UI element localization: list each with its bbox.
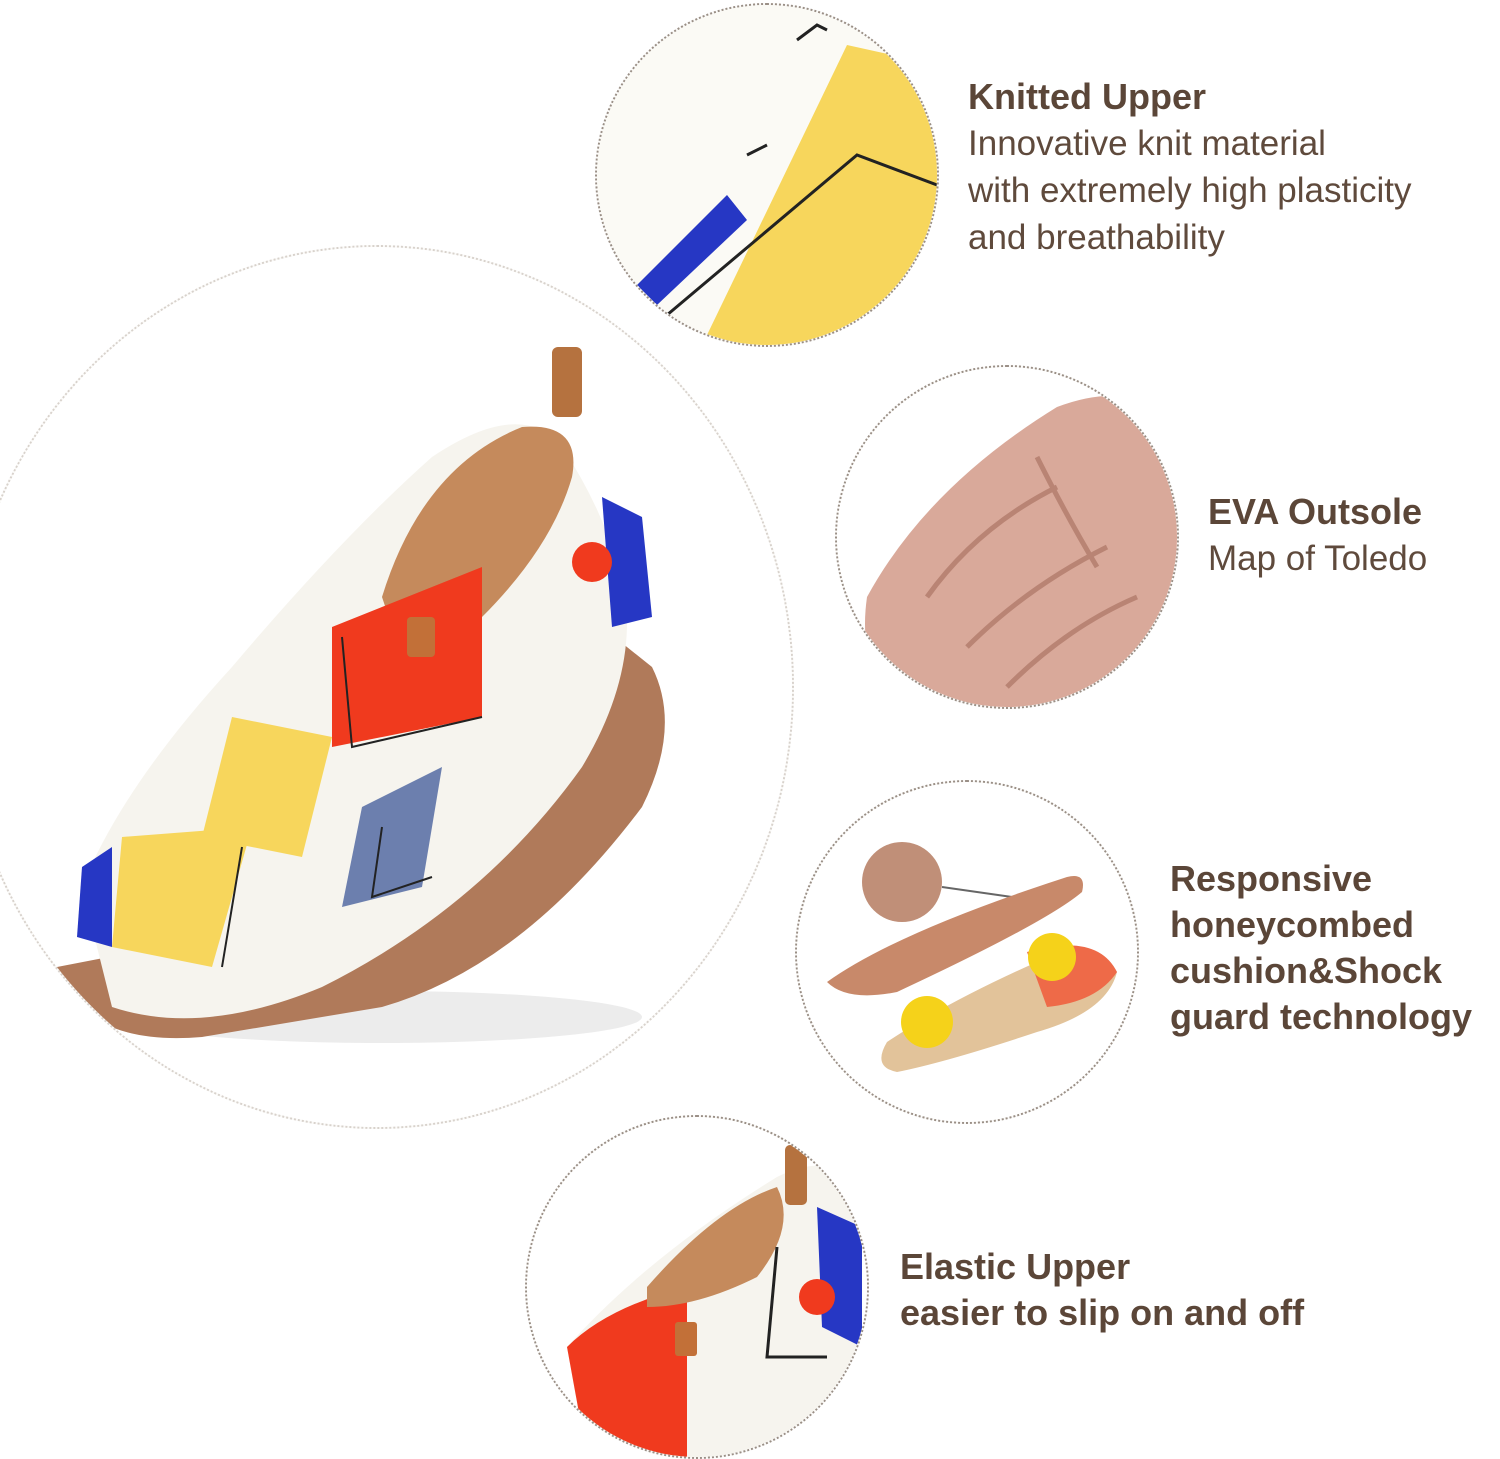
feature-title-line: honeycombed: [1170, 904, 1415, 945]
shoe-illustration: [0, 247, 792, 1127]
feature-title-line: Elastic Upper: [900, 1246, 1131, 1287]
eva-outsole-circle: [835, 365, 1179, 709]
feature-desc-line: and breathability: [968, 218, 1225, 257]
eva-outsole-text: EVA Outsole Map of Toledo: [1208, 489, 1498, 582]
feature-title-line: guard technology: [1170, 996, 1473, 1037]
cushion-text: Responsive honeycombed cushion&Shock gua…: [1170, 856, 1500, 1040]
feature-title: Knitted Upper: [968, 76, 1206, 117]
feature-title-line: easier to slip on and off: [900, 1292, 1305, 1333]
knitted-upper-text: Knitted Upper Innovative knit material w…: [968, 74, 1488, 261]
outsole-detail-image: [837, 367, 1177, 707]
elastic-upper-circle: [525, 1115, 869, 1459]
main-shoe-circle: [0, 245, 794, 1129]
knitted-upper-circle: [595, 3, 939, 347]
elastic-detail-image: [527, 1117, 867, 1457]
insole-circle: [795, 780, 1139, 1124]
feature-title-line: cushion&Shock: [1170, 950, 1443, 991]
feature-desc-line: Innovative knit material: [968, 124, 1326, 163]
feature-desc-line: with extremely high plasticity: [968, 171, 1412, 210]
feature-title-line: Responsive: [1170, 858, 1373, 899]
insole-detail-image: [797, 782, 1137, 1122]
knit-detail-image: [597, 5, 937, 345]
feature-title: EVA Outsole: [1208, 491, 1423, 532]
elastic-upper-text: Elastic Upper easier to slip on and off: [900, 1244, 1400, 1336]
feature-desc-line: Map of Toledo: [1208, 539, 1428, 578]
